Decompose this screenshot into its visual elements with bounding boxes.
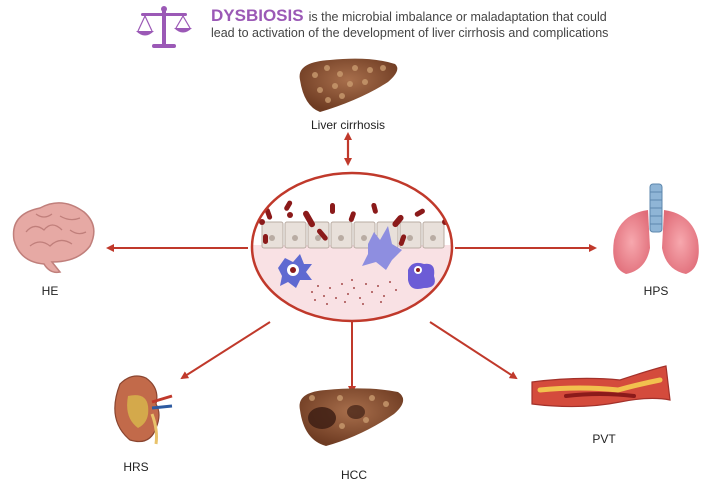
immune-cells bbox=[278, 226, 435, 289]
balance-scale-icon bbox=[136, 6, 192, 48]
gut-dysbiosis-circle bbox=[250, 171, 454, 323]
label-liver-cirrhosis: Liver cirrhosis bbox=[310, 118, 385, 132]
label-he: HE bbox=[41, 284, 59, 298]
arrows bbox=[106, 132, 597, 394]
arrow-hrs bbox=[180, 321, 271, 380]
brain-illustration bbox=[12, 202, 95, 274]
definition-text: is the microbial imbalance or maladaptat… bbox=[211, 10, 609, 40]
liver-cirrhosis-illustration bbox=[299, 58, 398, 112]
label-hcc: HCC bbox=[341, 468, 367, 482]
dysbiosis-term: DYSBIOSIS bbox=[211, 6, 304, 25]
hcc-liver-illustration bbox=[299, 388, 404, 446]
label-hrs: HRS bbox=[123, 460, 149, 474]
lungs-illustration bbox=[613, 183, 699, 274]
kidney-illustration bbox=[114, 375, 173, 445]
arrow-pvt bbox=[429, 321, 518, 380]
label-hps: HPS bbox=[643, 284, 669, 298]
vessel-thrombosis-illustration bbox=[531, 365, 671, 408]
label-pvt: PVT bbox=[592, 432, 616, 446]
